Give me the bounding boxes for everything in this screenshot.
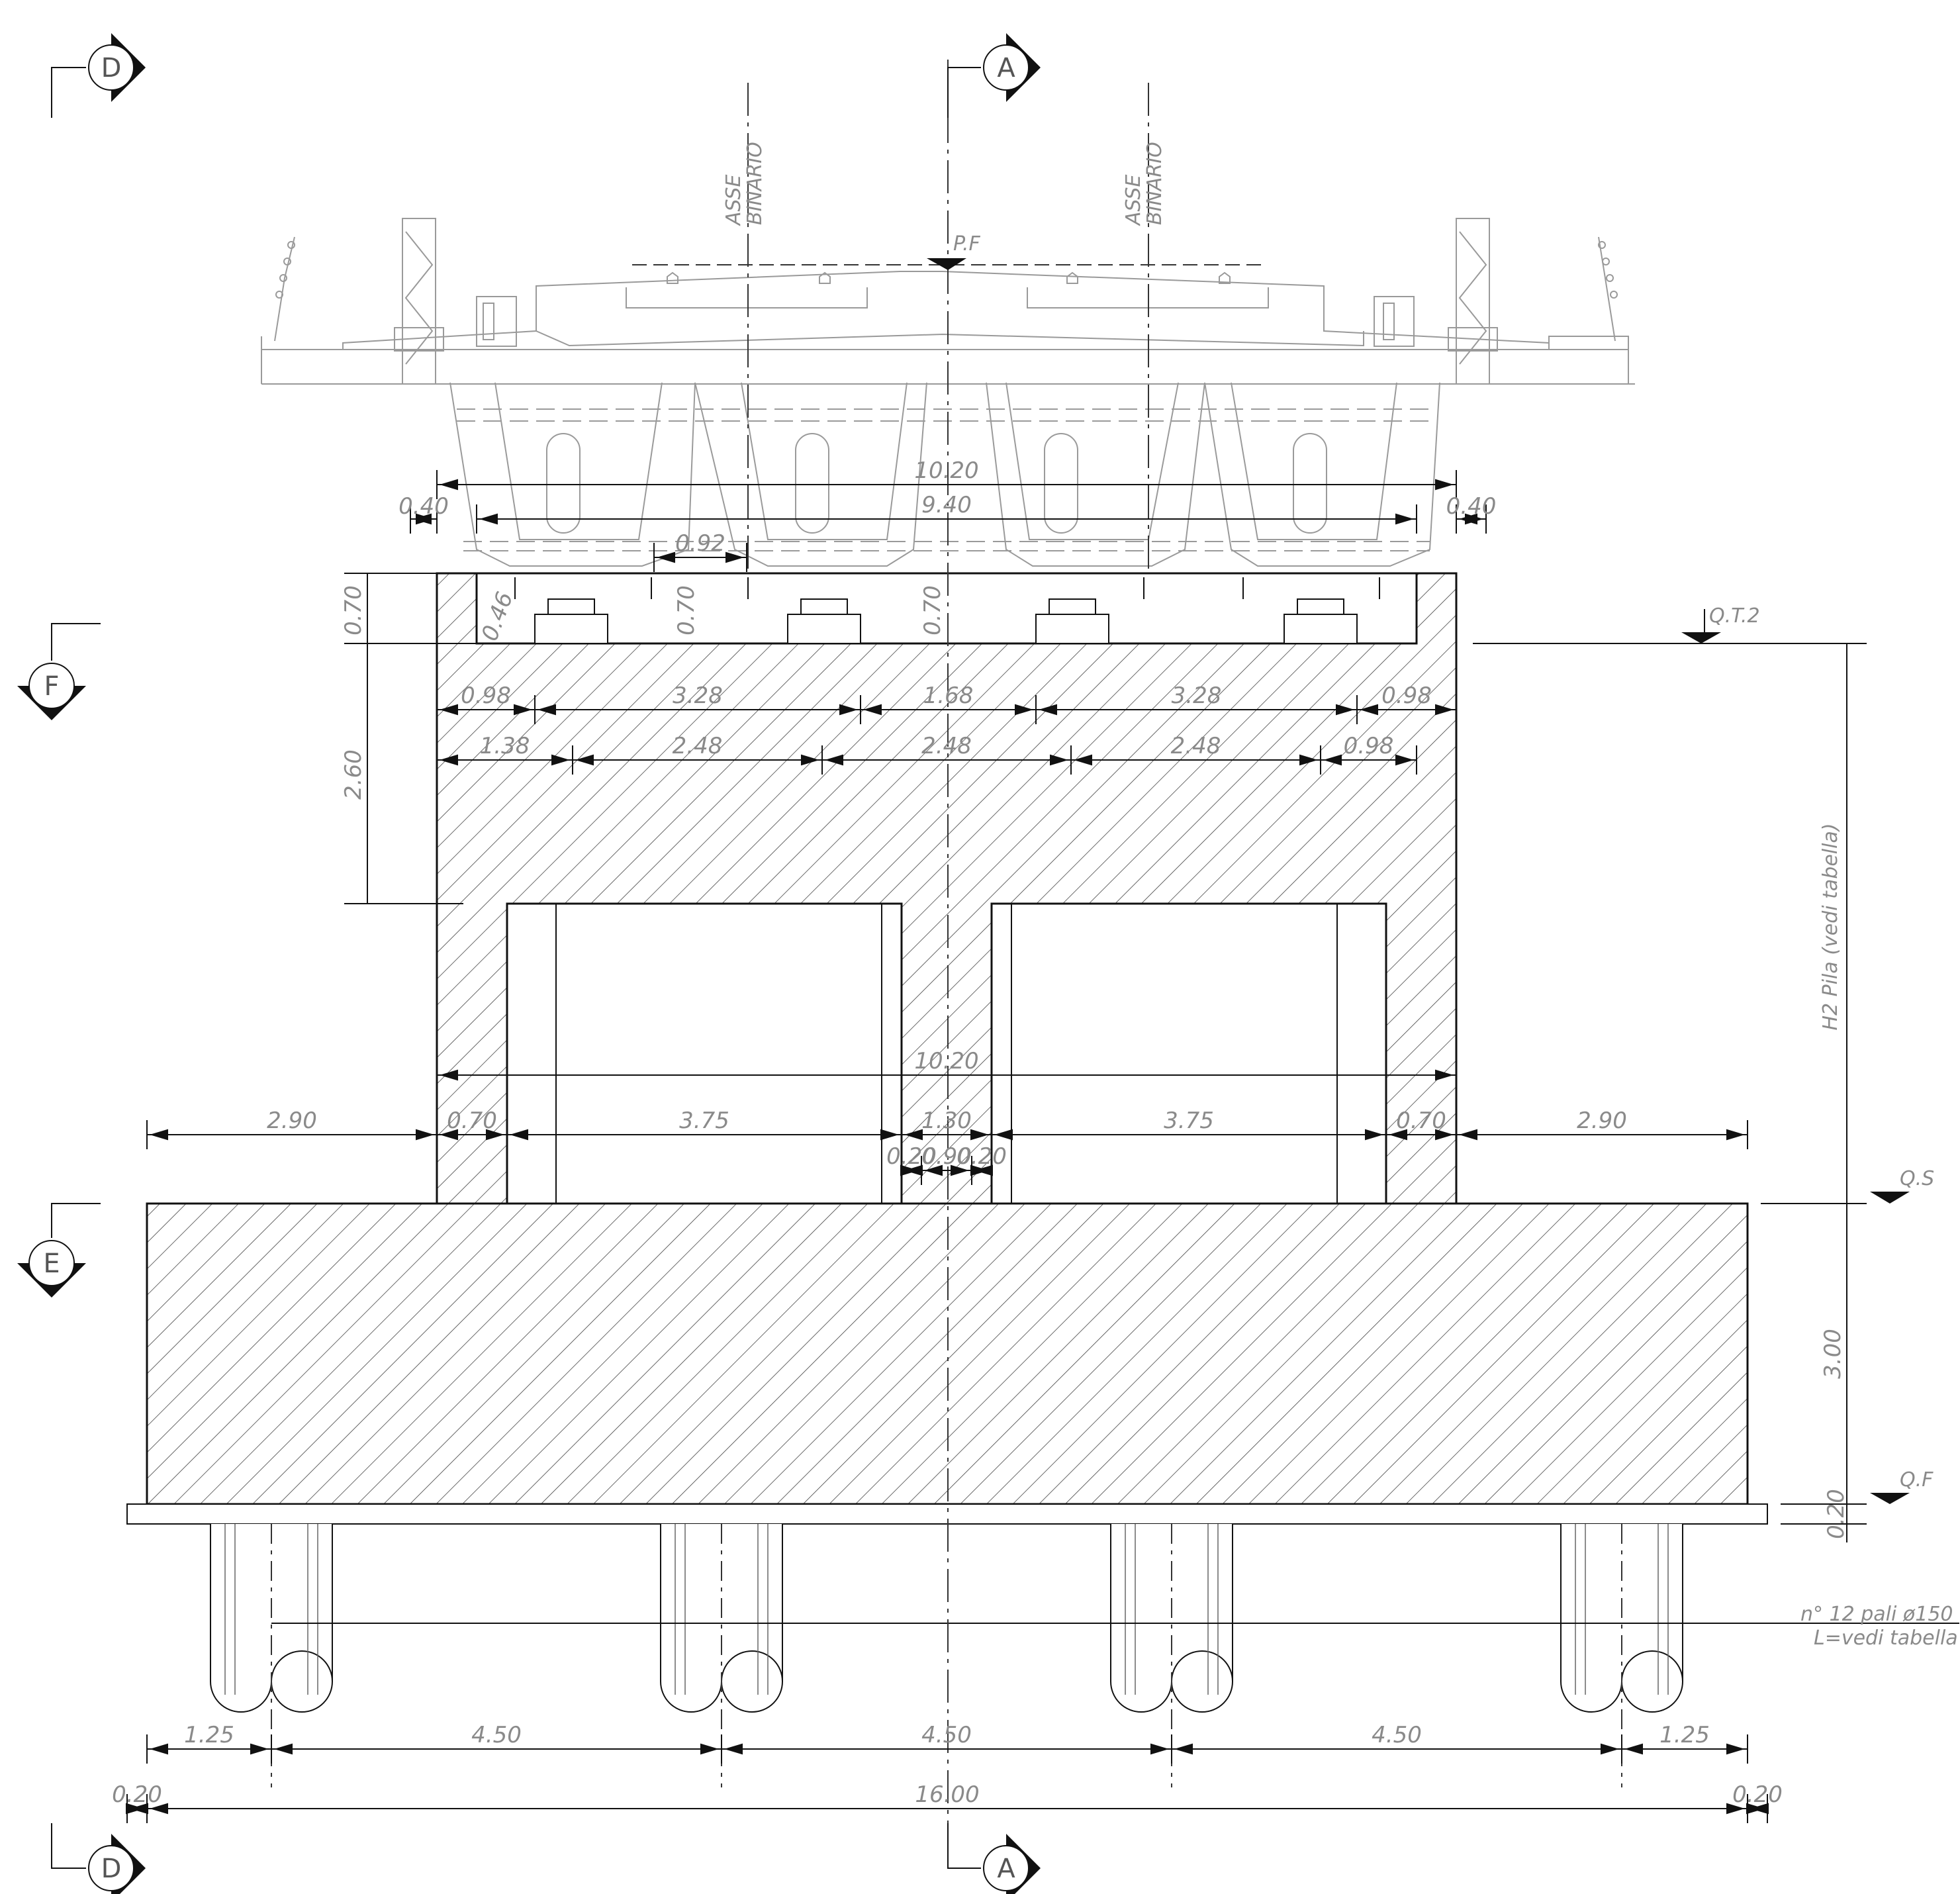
dim-piles-row-5: 1.25 bbox=[1659, 1722, 1710, 1748]
dim-piles-row-2: 4.50 bbox=[471, 1722, 522, 1748]
dim-row3-7: 2.90 bbox=[1577, 1108, 1627, 1134]
footing bbox=[146, 1202, 1749, 1505]
section-marker-a-2: A bbox=[947, 33, 1041, 118]
dim-footing-height: 3.00 bbox=[1820, 1329, 1846, 1379]
dim-row1-3: 1.68 bbox=[923, 683, 974, 709]
track-axis-2-line2: BINARIO bbox=[1143, 142, 1166, 225]
pile-3 bbox=[1110, 1524, 1233, 1787]
dim-row2-5: 0.98 bbox=[1344, 733, 1394, 759]
svg-text:D: D bbox=[101, 1854, 122, 1884]
piles-note-line2: L=vedi tabella bbox=[1814, 1627, 1958, 1650]
dim-row1-5: 0.98 bbox=[1381, 683, 1432, 709]
dim-row2-1: 1.38 bbox=[480, 733, 530, 759]
dim-row3-3: 3.75 bbox=[679, 1108, 729, 1134]
dim-row3-4: 1.30 bbox=[921, 1108, 972, 1134]
level-qt2: Q.T.2 bbox=[1681, 604, 1760, 643]
piles-note-line1: n° 12 pali ø150 bbox=[1800, 1603, 1953, 1626]
svg-text:D: D bbox=[101, 53, 122, 83]
dim-total-2: 16.00 bbox=[915, 1781, 979, 1808]
pile-4 bbox=[1560, 1524, 1683, 1787]
dim-pulvino-height: 0.70 bbox=[340, 585, 367, 636]
dim-row1-1: 0.98 bbox=[461, 683, 511, 709]
svg-text:A: A bbox=[997, 53, 1015, 83]
section-marker-d-1: D bbox=[51, 33, 146, 118]
section-marker-d-5: D bbox=[51, 1823, 146, 1894]
section-marker-e-4: E bbox=[17, 1203, 101, 1298]
section-marker-f-3: F bbox=[17, 623, 101, 720]
section-markers: D A F E D A bbox=[17, 33, 1041, 1894]
dim-row3-5: 3.75 bbox=[1164, 1108, 1214, 1134]
dim-row3-1: 2.90 bbox=[267, 1108, 317, 1134]
dim-deck-top-1: 10.20 bbox=[914, 457, 978, 484]
dim-total-3: 0.20 bbox=[1732, 1781, 1783, 1808]
pile-1 bbox=[210, 1524, 333, 1787]
deck-cross-section bbox=[261, 218, 1635, 567]
pier-height-note: H2 Pila (vedi tabella) bbox=[1819, 823, 1842, 1030]
piles bbox=[210, 1524, 1959, 1787]
dim-center-wall-1: 0.20 bbox=[886, 1143, 937, 1170]
vertical-dims-left bbox=[344, 573, 477, 904]
dim-lean-height: 0.20 bbox=[1823, 1489, 1849, 1539]
svg-text:F: F bbox=[44, 671, 59, 702]
dim-piles-row-4: 4.50 bbox=[1372, 1722, 1422, 1748]
vertical-dims-right bbox=[1473, 643, 1867, 1542]
dim-pier-width-1: 10.20 bbox=[914, 1048, 978, 1074]
dim-row2-2: 2.48 bbox=[673, 733, 723, 759]
track-axis-2-line1: ASSE bbox=[1122, 174, 1145, 226]
dim-row3-6: 0.70 bbox=[1396, 1108, 1446, 1134]
dim-row3-2: 0.70 bbox=[447, 1108, 497, 1134]
dim-cant-right-1: 0.40 bbox=[1446, 493, 1497, 520]
pile-2 bbox=[660, 1524, 783, 1787]
dim-cap-height: 2.60 bbox=[340, 749, 367, 800]
section-marker-a-6: A bbox=[947, 1823, 1041, 1894]
dimension-lines bbox=[126, 470, 1769, 1823]
svg-text:Q.S: Q.S bbox=[1900, 1167, 1934, 1190]
dim-row2-4: 2.48 bbox=[1171, 733, 1221, 759]
dimension-labels: 10.20 9.40 0.40 0.40 0.92 0.98 3.28 1.68 3.28 0.9… bbox=[112, 457, 1783, 1808]
svg-text:Q.F: Q.F bbox=[1900, 1468, 1934, 1492]
dim-piles-row-3: 4.50 bbox=[921, 1722, 972, 1748]
dim-center-wall-2: 0.90 bbox=[921, 1143, 972, 1170]
bearings bbox=[514, 577, 1380, 644]
svg-text:P.F: P.F bbox=[953, 232, 980, 256]
svg-text:Q.T.2: Q.T.2 bbox=[1709, 604, 1760, 628]
dim-recess-center: 0.70 bbox=[919, 585, 946, 636]
dim-row2-3: 2.48 bbox=[921, 733, 972, 759]
dim-recess-mid: 0.70 bbox=[673, 585, 700, 636]
dim-center-wall-3: 0.20 bbox=[957, 1143, 1007, 1170]
track-axis-1-line1: ASSE bbox=[722, 174, 745, 226]
dim-row1-2: 3.28 bbox=[673, 683, 723, 709]
dim-total-1: 0.20 bbox=[112, 1781, 162, 1808]
dim-row1-4: 3.28 bbox=[1172, 683, 1222, 709]
pier-cap-recess bbox=[475, 572, 1418, 645]
dim-deck-inner-1: 9.40 bbox=[921, 492, 972, 518]
track-axis-1-line2: BINARIO bbox=[743, 142, 767, 225]
level-qs: Q.S bbox=[1870, 1167, 1934, 1204]
svg-text:A: A bbox=[997, 1854, 1015, 1884]
level-pf: P.F bbox=[927, 232, 980, 270]
dim-bearing-gap-1: 0.92 bbox=[675, 530, 725, 557]
svg-text:E: E bbox=[43, 1249, 60, 1279]
dim-cant-left-1: 0.40 bbox=[398, 493, 449, 520]
level-qf: Q.F bbox=[1870, 1468, 1934, 1504]
dim-piles-row-1: 1.25 bbox=[184, 1722, 234, 1748]
